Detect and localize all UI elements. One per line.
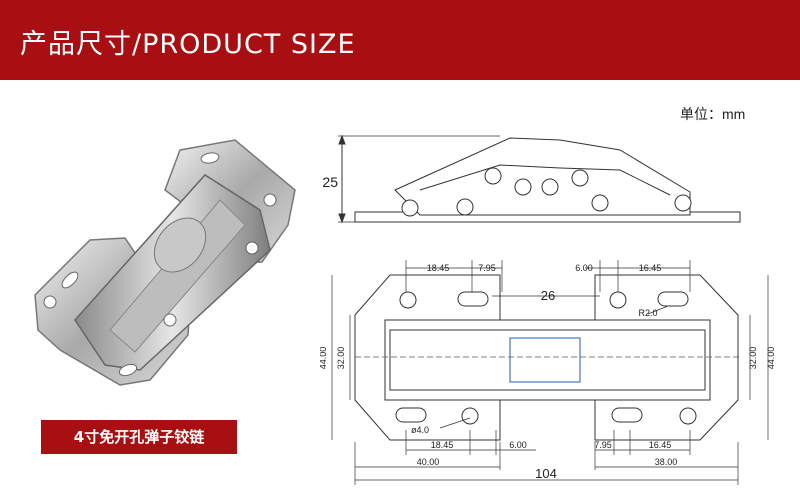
dim-bot-18-45: 18.45 — [431, 440, 454, 450]
dim-bot-16-45: 16.45 — [649, 440, 672, 450]
dim-height-side: 25 — [322, 174, 338, 190]
dim-right-32: 32.00 — [748, 347, 758, 370]
dim-gap-26: 26 — [541, 288, 555, 303]
dim-bot-40: 40.00 — [417, 457, 440, 467]
dim-bot-7-95: 7.95 — [594, 440, 612, 450]
product-label: 4寸免开孔弹子铰链 — [41, 420, 237, 454]
dim-bot-6-00: 6.00 — [509, 440, 527, 450]
dim-top-16-45: 16.45 — [639, 263, 662, 273]
side-view: 25 — [322, 134, 741, 224]
dim-left-32: 32.00 — [336, 347, 346, 370]
dim-total-104: 104 — [535, 466, 557, 481]
header-title: 产品尺寸/PRODUCT SIZE — [20, 29, 356, 60]
unit-label: 单位：mm — [680, 106, 746, 122]
dimension-drawing: 25 — [320, 134, 776, 485]
dim-top-6-00: 6.00 — [575, 263, 593, 273]
dim-top-18-45: 18.45 — [427, 263, 450, 273]
dimension-labels: 18.45 7.95 6.00 16.45 26 R2.0 ø4.0 44.00… — [320, 263, 776, 481]
dim-right-44: 44.00 — [766, 347, 776, 370]
dim-left-44: 44.00 — [320, 347, 328, 370]
header-banner: 产品尺寸/PRODUCT SIZE — [0, 0, 800, 80]
dim-hole-dia: ø4.0 — [411, 425, 429, 435]
dimension-lines — [331, 260, 769, 485]
hinge-photo — [34, 139, 296, 386]
dim-top-7-95: 7.95 — [478, 263, 496, 273]
dim-radius: R2.0 — [638, 308, 657, 318]
dim-bot-38: 38.00 — [655, 457, 678, 467]
front-view — [354, 274, 740, 441]
